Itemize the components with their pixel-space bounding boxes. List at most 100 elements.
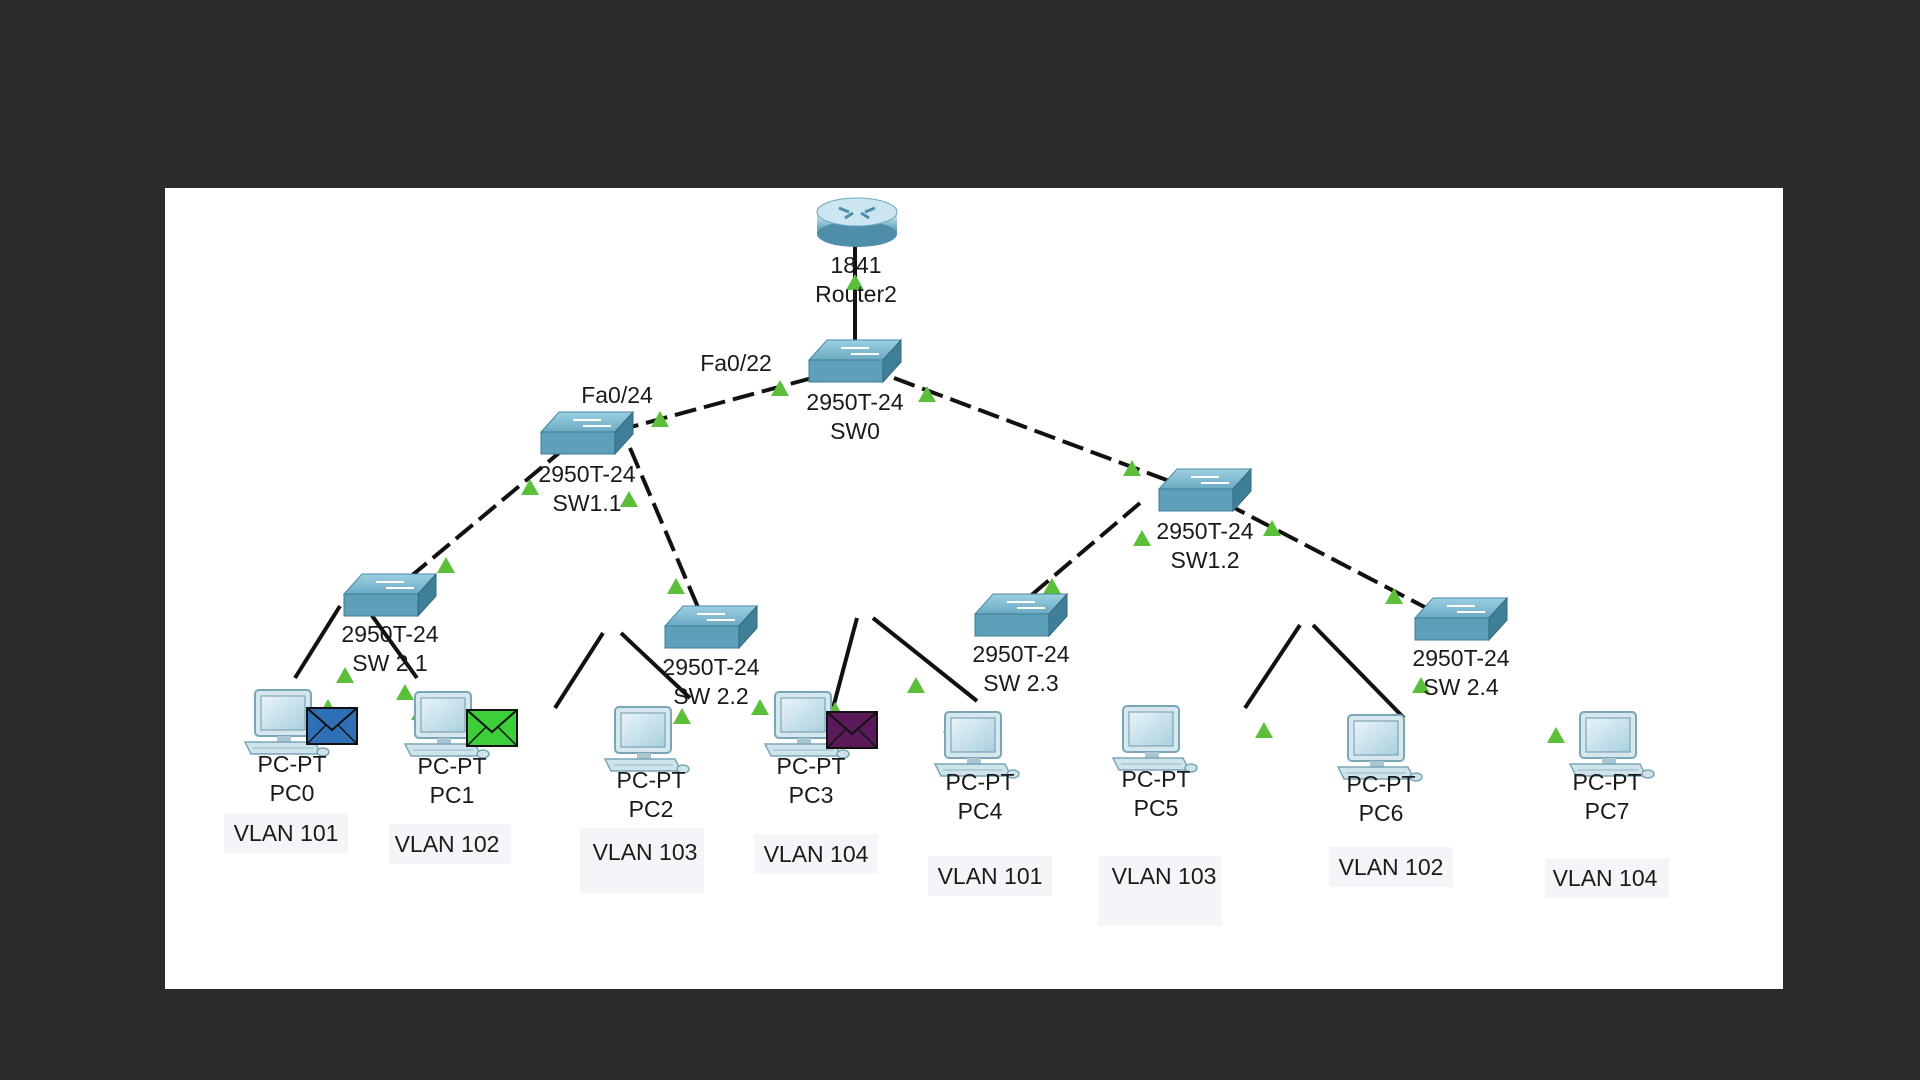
pc-name-label: PC0	[270, 780, 315, 806]
link-light-icon	[673, 708, 691, 724]
switch-icon	[664, 605, 758, 649]
switch-sw1-1[interactable]: 2950T-24 SW1.1	[538, 411, 636, 516]
router-model-label: 1841	[830, 252, 881, 278]
link-sw0-sw12[interactable]	[893, 376, 1181, 487]
vlan-label: VLAN 102	[395, 831, 500, 857]
vlan-tag-bg	[1329, 847, 1453, 887]
link-sw24-pc6[interactable]	[1243, 623, 1302, 710]
switch-name-label: SW1.2	[1170, 547, 1239, 573]
switch-icon	[540, 411, 634, 455]
switch-name-label: SW 2.2	[673, 683, 748, 709]
switch-model-label: 2950T-24	[538, 461, 635, 487]
vlan-label: VLAN 101	[938, 863, 1043, 889]
switch-sw2-3[interactable]: 2950T-24 SW 2.3	[972, 593, 1070, 696]
switch-sw1-2[interactable]: 2950T-24 SW1.2	[1156, 468, 1254, 573]
switch-icon	[1158, 468, 1252, 512]
link-light-icon	[437, 557, 455, 573]
vlan-tag-bg	[928, 856, 1052, 896]
pc-name-label: PC2	[629, 796, 674, 822]
port-label-fa0-22: Fa0/22	[700, 350, 772, 376]
router-icon	[816, 197, 898, 247]
envelope-icon	[466, 709, 518, 747]
link-sw11-sw22[interactable]	[628, 447, 705, 620]
vlan-tag-bg	[580, 828, 704, 893]
switch-icon	[1414, 597, 1508, 641]
vlan-label: VLAN 101	[234, 820, 339, 846]
switch-model-label: 2950T-24	[806, 389, 903, 415]
pc-model-label: PC-PT	[777, 753, 846, 779]
pc-pc0[interactable]: PC-PT PC0 VLAN 101	[224, 689, 358, 853]
pc-pc2[interactable]: PC-PT PC2 VLAN 103	[580, 706, 704, 893]
pc-name-label: PC4	[958, 798, 1003, 824]
pc-model-label: PC-PT	[1347, 771, 1416, 797]
switch-model-label: 2950T-24	[1156, 518, 1253, 544]
switch-model-label: 2950T-24	[662, 654, 759, 680]
router-router2[interactable]: 1841 Router2	[815, 197, 898, 307]
vlan-tag-bg	[224, 813, 348, 853]
envelope-icon	[306, 707, 358, 745]
link-light-icon	[1255, 722, 1273, 738]
port-label-fa0-24: Fa0/24	[581, 382, 653, 408]
pc-pc1[interactable]: PC-PT PC1 VLAN 102	[389, 691, 518, 864]
vlan-label: VLAN 104	[1553, 865, 1658, 891]
pc-pc4[interactable]: PC-PT PC4 VLAN 101	[928, 711, 1052, 896]
links-layer	[293, 243, 1439, 720]
pc-pc6[interactable]: PC-PT PC6 VLAN 102	[1329, 714, 1453, 887]
link-sw23-pc4[interactable]	[831, 617, 859, 709]
vlan-tag-bg	[1545, 858, 1669, 898]
switch-name-label: SW 2.1	[352, 650, 427, 676]
link-sw21-pc0[interactable]	[293, 604, 342, 680]
vlan-tag-bg	[754, 834, 878, 874]
link-light-icon	[907, 677, 925, 693]
link-light-icon	[751, 699, 769, 715]
link-sw12-sw23[interactable]	[1013, 501, 1142, 611]
vlan-label: VLAN 102	[1339, 854, 1444, 880]
switch-name-label: SW1.1	[552, 490, 621, 516]
pc-icon	[1112, 705, 1198, 773]
link-light-icon	[667, 578, 685, 594]
switch-icon	[343, 573, 437, 617]
switch-icon	[974, 593, 1068, 637]
link-sw24-pc7[interactable]	[1311, 623, 1406, 720]
switch-sw0[interactable]: 2950T-24 SW0	[806, 339, 904, 444]
link-sw22-pc2[interactable]	[553, 631, 605, 710]
pc-model-label: PC-PT	[258, 751, 327, 777]
envelope-icon	[826, 711, 878, 749]
switch-model-label: 2950T-24	[972, 641, 1069, 667]
switch-model-label: 2950T-24	[1412, 645, 1509, 671]
switch-model-label: 2950T-24	[341, 621, 438, 647]
link-light-icon	[521, 479, 539, 495]
vlan-tag-bg	[389, 824, 511, 864]
switch-sw2-4[interactable]: 2950T-24 SW 2.4	[1412, 597, 1510, 700]
pc-pc3[interactable]: PC-PT PC3 VLAN 104	[754, 691, 878, 874]
link-sw11-sw21[interactable]	[390, 446, 567, 594]
pc-name-label: PC1	[430, 782, 475, 808]
link-light-icon	[620, 491, 638, 507]
pc-name-label: PC6	[1359, 800, 1404, 826]
link-light-icon	[396, 684, 414, 700]
link-sw12-sw24[interactable]	[1224, 501, 1439, 616]
pc-pc5[interactable]: PC-PT PC5 VLAN 103	[1098, 705, 1222, 926]
topology-canvas[interactable]: 1841 Router2 2950T-24 SW0 2950T-24 SW1.1…	[165, 188, 1783, 989]
link-light-icon	[1133, 530, 1151, 546]
switch-sw2-2[interactable]: 2950T-24 SW 2.2	[662, 605, 760, 709]
pc-name-label: PC3	[789, 782, 834, 808]
switch-sw2-1[interactable]: 2950T-24 SW 2.1	[341, 573, 439, 676]
vlan-label: VLAN 104	[764, 841, 869, 867]
link-light-icon	[1547, 727, 1565, 743]
pc-model-label: PC-PT	[418, 753, 487, 779]
switch-name-label: SW 2.3	[983, 670, 1058, 696]
vlan-tag-bg	[1098, 856, 1222, 926]
pc-model-label: PC-PT	[1122, 766, 1191, 792]
link-sw23-pc5[interactable]	[871, 616, 979, 703]
vlan-label: VLAN 103	[593, 839, 698, 865]
link-sw21-pc1[interactable]	[363, 604, 419, 680]
router-name-label: Router2	[815, 281, 897, 307]
switch-name-label: SW0	[830, 418, 880, 444]
pc-model-label: PC-PT	[946, 769, 1015, 795]
pc-model-label: PC-PT	[617, 767, 686, 793]
pc-name-label: PC7	[1585, 798, 1630, 824]
pc-name-label: PC5	[1134, 795, 1179, 821]
pc-pc7[interactable]: PC-PT PC7 VLAN 104	[1545, 711, 1669, 898]
link-sw22-pc3[interactable]	[619, 631, 692, 700]
